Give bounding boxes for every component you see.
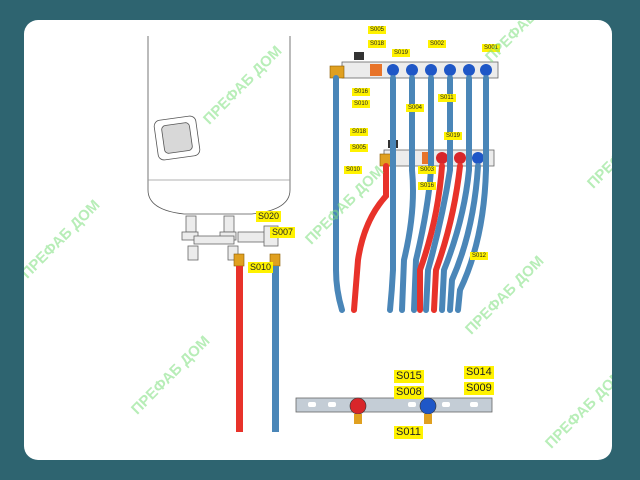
- label-s003: S003: [418, 166, 437, 174]
- label-s005-bottom: S005: [350, 144, 369, 152]
- heater-fittings: [181, 215, 279, 261]
- label-s010: S010: [248, 262, 274, 273]
- mounting-rail: [295, 397, 493, 424]
- distribution-pipes: [333, 75, 489, 313]
- label-s008: S008: [394, 386, 424, 399]
- label-s015: S015: [394, 370, 424, 383]
- water-heater: [147, 36, 291, 215]
- label-s007: S007: [270, 227, 296, 238]
- label-s010-bottom: S010: [344, 166, 363, 174]
- label-s014: S014: [464, 366, 494, 379]
- label-s019: S019: [392, 49, 411, 57]
- label-s018: S018: [368, 40, 387, 48]
- label-s009: S009: [464, 382, 494, 395]
- diagram-card: S020 S007 S010 S005 S018 S019 S002 S001 …: [24, 20, 612, 460]
- label-s019-bottom: S019: [444, 132, 463, 140]
- label-s010-top: S010: [352, 100, 371, 108]
- label-s020: S020: [256, 211, 282, 222]
- label-s012: S012: [470, 252, 489, 260]
- manifold-bottom: [379, 140, 495, 167]
- cold-pipe-heater: [272, 266, 279, 432]
- hot-pipe-heater: [236, 266, 243, 432]
- label-s018-bottom: S018: [350, 128, 369, 136]
- label-s005: S005: [368, 26, 387, 34]
- label-s001: S001: [482, 44, 501, 52]
- label-s011-top: S011: [438, 94, 456, 102]
- manifold-top: [329, 52, 499, 79]
- label-s016-bottom: S016: [418, 182, 437, 190]
- brass-fitting-hot: [233, 253, 245, 267]
- label-s004: S004: [406, 104, 425, 112]
- label-s016: S016: [352, 88, 371, 96]
- label-s002: S002: [428, 40, 447, 48]
- label-s011-rail: S011: [394, 426, 423, 439]
